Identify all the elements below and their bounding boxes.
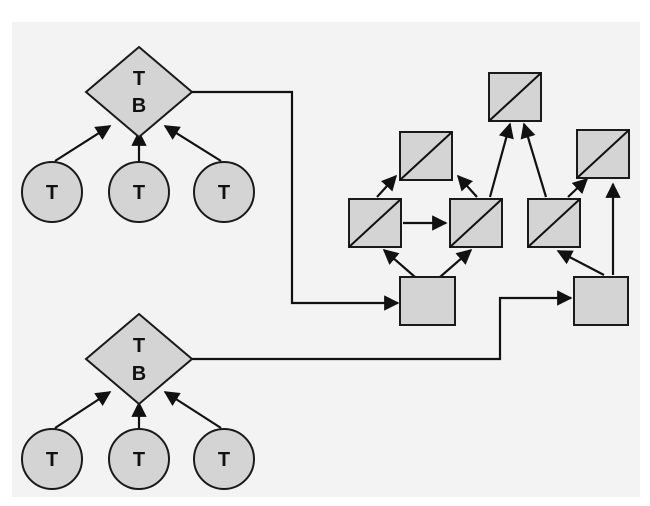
edge-split-b-to-split-top <box>456 174 478 198</box>
edge-split-a-to-split-top <box>376 174 398 198</box>
bottom-t-circle-3 <box>193 428 255 490</box>
top-tree-edge-left <box>54 125 112 162</box>
bottom-tree: T B T T T <box>21 312 255 490</box>
bottom-tree-edge-left <box>54 391 112 429</box>
graph-edges <box>376 122 621 278</box>
edge-split-c-to-split-right <box>567 177 589 198</box>
edge-plain-right-to-split-c <box>556 250 605 276</box>
connector-top-tb-to-box-left <box>192 90 400 311</box>
top-tb-diamond <box>84 45 194 139</box>
top-tree-edge-right <box>163 125 222 162</box>
diagonal-split-square-icon <box>348 198 402 248</box>
top-t-circle-1 <box>21 161 83 223</box>
plain-square-icon <box>573 276 629 326</box>
diagonal-split-square-icon <box>399 131 453 181</box>
top-t-circle-3 <box>193 161 255 223</box>
diagonal-split-square-icon <box>488 72 542 122</box>
edge-split-b-to-split-high <box>488 122 514 198</box>
connector-bottom-tb-to-box-right <box>192 290 573 361</box>
top-t-circle-2 <box>108 161 170 223</box>
diagonal-split-square-icon <box>527 198 581 248</box>
top-t-label-3: T <box>218 182 230 204</box>
bottom-t-label-3: T <box>218 449 230 471</box>
plain-square-icon <box>399 276 456 326</box>
top-t-label-2: T <box>133 182 145 204</box>
bottom-tb-diamond <box>84 312 194 406</box>
bottom-t-circle-1 <box>21 428 83 490</box>
edge-plain-left-to-split-b <box>439 248 473 278</box>
diagonal-split-square-icon <box>576 129 630 179</box>
bottom-tb-label-t: T <box>133 335 145 357</box>
diagonal-split-square-icon <box>449 198 503 248</box>
bottom-t-label-2: T <box>133 449 145 471</box>
edge-split-c-to-split-high <box>520 122 548 198</box>
top-tb-label-b: B <box>132 95 146 117</box>
bottom-tb-label-b: B <box>132 363 146 385</box>
top-tree: T B T T T <box>21 45 255 223</box>
bottom-tree-edge-right <box>163 391 222 429</box>
bottom-t-circle-2 <box>108 428 170 490</box>
top-tb-label-t: T <box>133 68 145 90</box>
bottom-t-label-1: T <box>46 449 58 471</box>
graph-nodes <box>348 72 630 326</box>
edge-plain-left-to-split-a <box>382 248 416 278</box>
top-t-label-1: T <box>46 182 58 204</box>
